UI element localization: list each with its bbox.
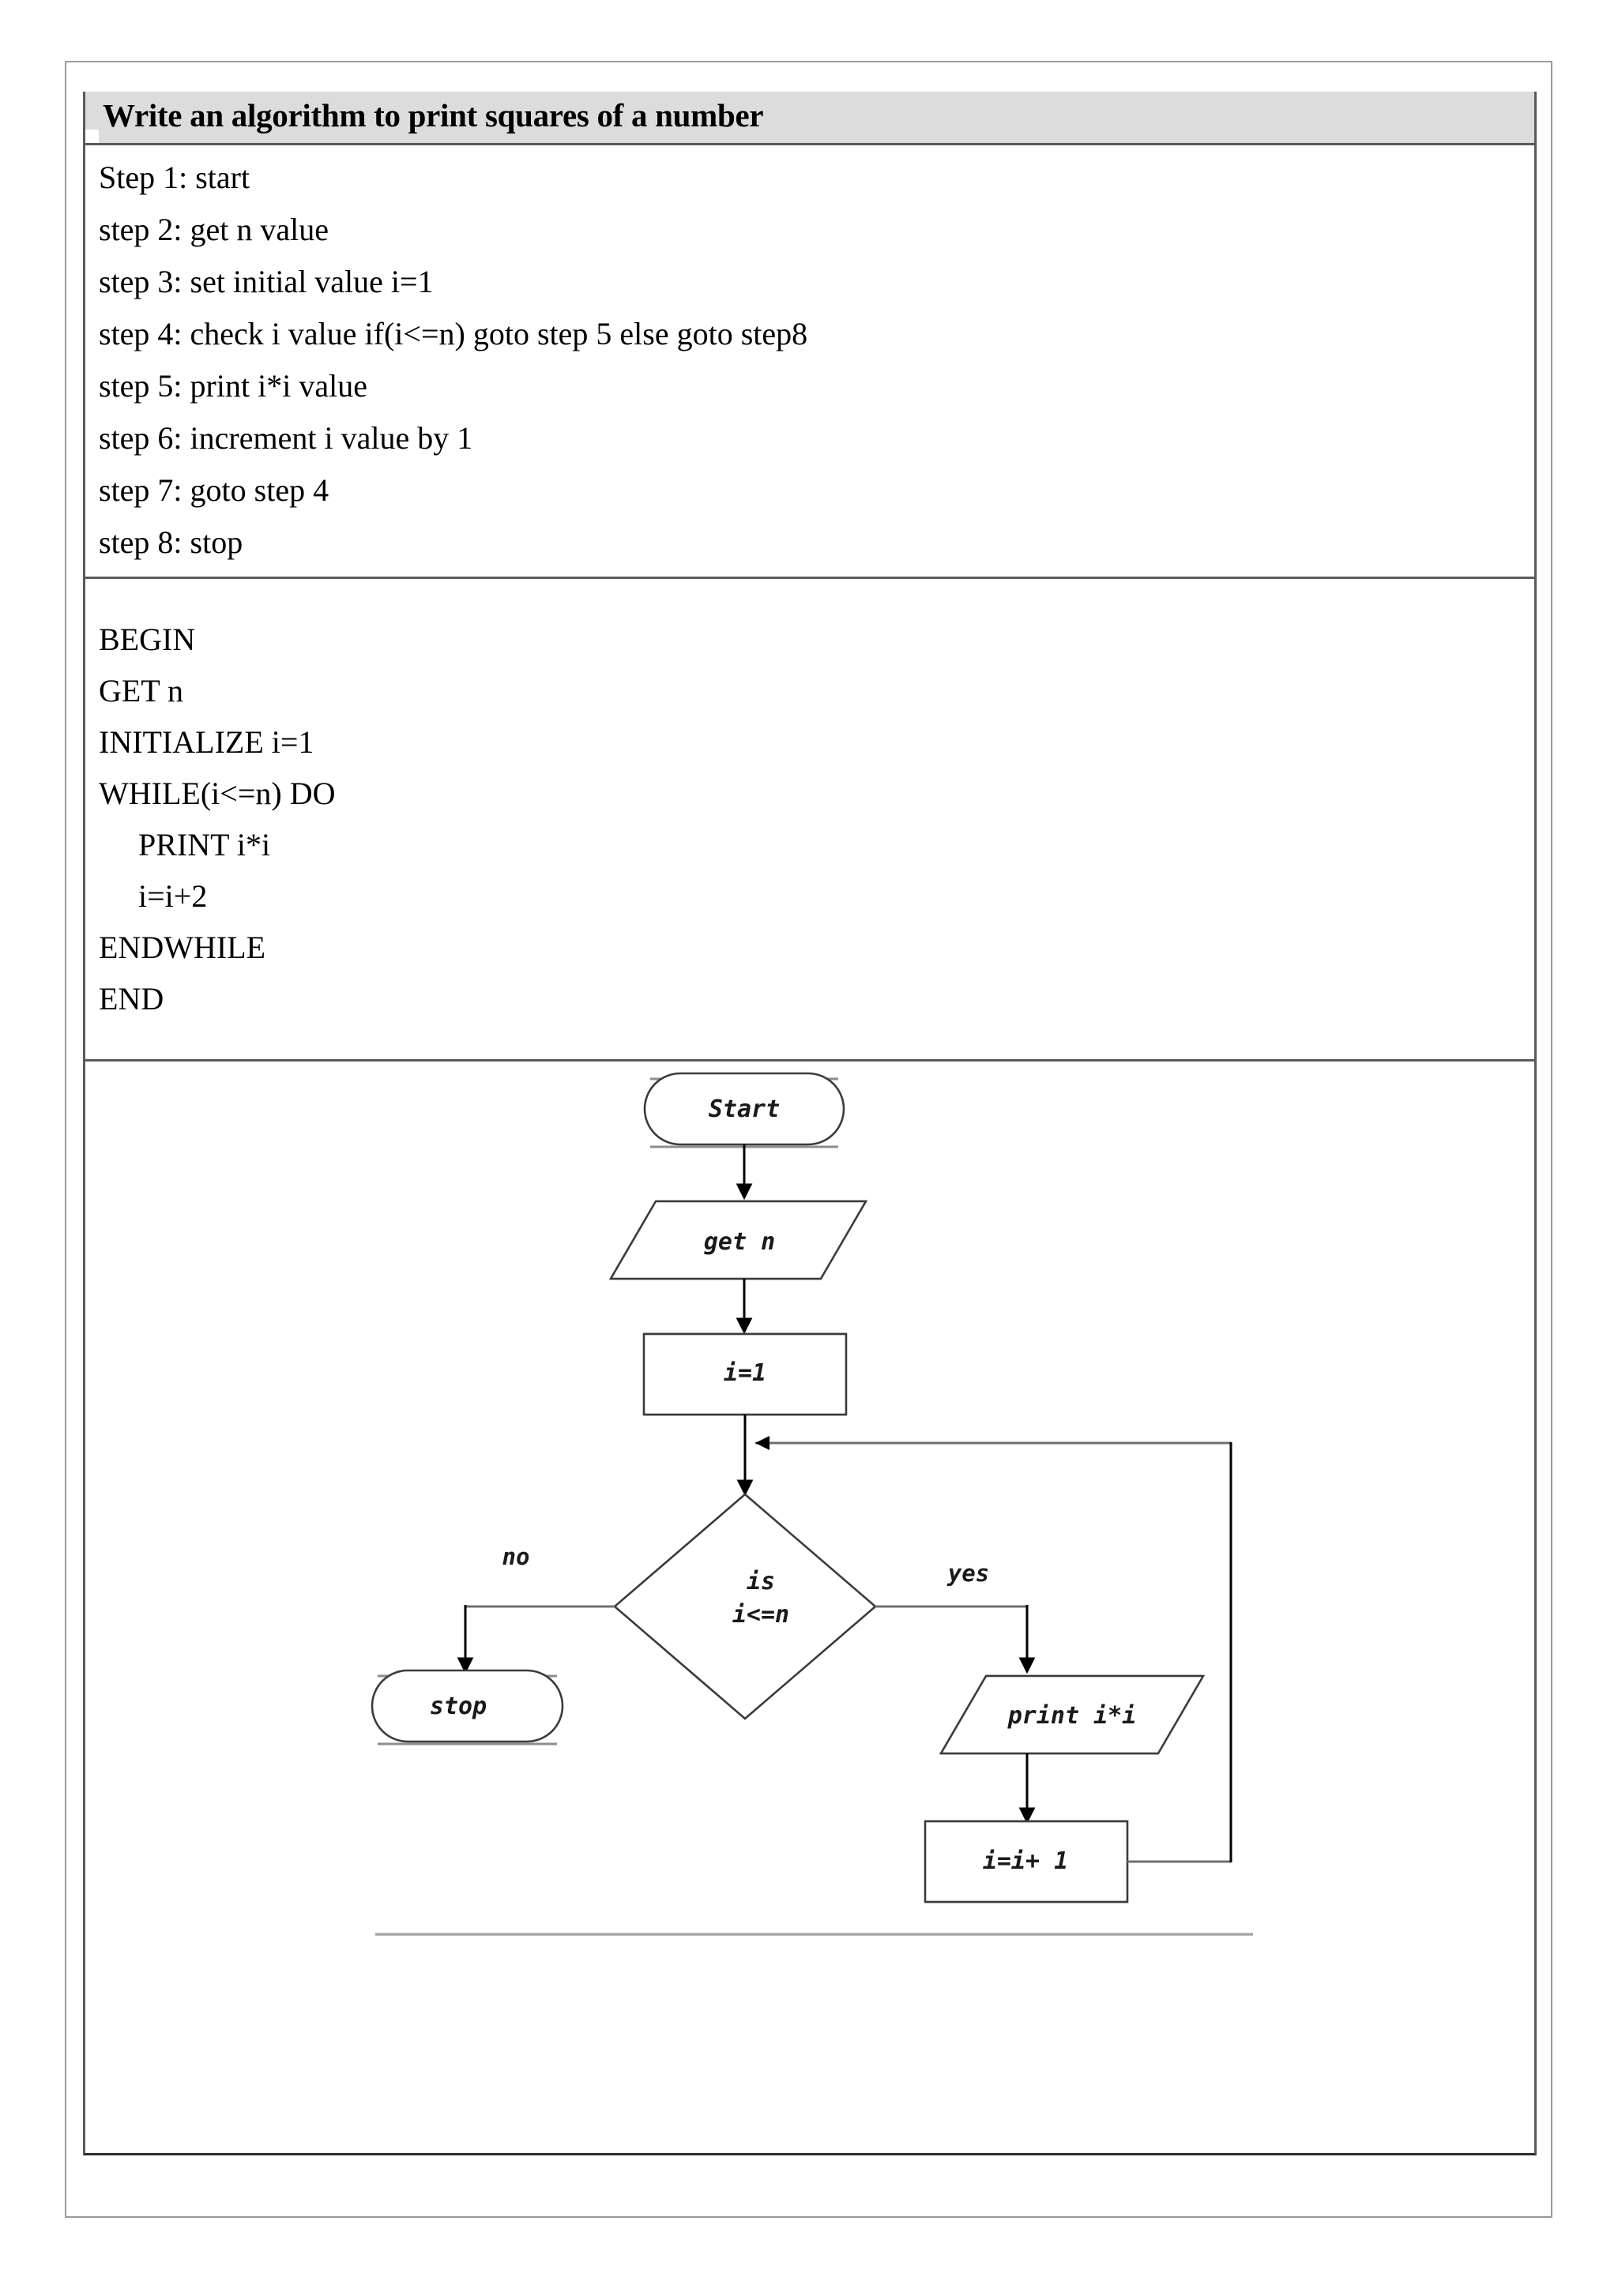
algorithm-step: step 8: stop: [99, 524, 243, 560]
pseudocode-line: INITIALIZE i=1: [99, 724, 314, 760]
pseudocode-cell: BEGIN GET n INITIALIZE i=1 WHILE(i<=n) D…: [85, 579, 1534, 1062]
page-title: Write an algorithm to print squares of a…: [103, 97, 764, 133]
pseudocode-line: i=i+2: [99, 878, 208, 914]
flow-edge-label-yes: yes: [946, 1560, 989, 1587]
flow-node-decision: is i<=n: [613, 1493, 877, 1720]
flow-node-get-n-label: get n: [704, 1228, 775, 1256]
flowchart-diagram: Start get n i=1: [371, 1072, 1253, 1936]
pseudocode-line: PRINT i*i: [99, 827, 271, 862]
flow-node-increment: i=i+ 1: [924, 1820, 1129, 1903]
algorithm-step: step 6: increment i value by 1: [99, 420, 473, 456]
algorithm-steps-cell: Step 1: start step 2: get n value step 3…: [85, 145, 1534, 579]
pseudocode-line: BEGIN: [99, 622, 196, 657]
algorithm-step: step 4: check i value if(i<=n) goto step…: [99, 316, 808, 351]
flow-node-print-label: print i*i: [1007, 1702, 1137, 1730]
algorithm-step: step 5: print i*i value: [99, 368, 367, 404]
flow-node-decision-label-line1: is: [747, 1568, 775, 1595]
pseudocode-line: GET n: [99, 673, 184, 708]
flow-node-increment-label: i=i+ 1: [983, 1847, 1068, 1875]
algorithm-step: step 3: set initial value i=1: [99, 264, 434, 299]
algorithm-step: step 7: goto step 4: [99, 472, 329, 508]
flow-node-init: i=1: [642, 1332, 848, 1416]
flow-node-start: Start: [643, 1072, 845, 1148]
document-table: Write an algorithm to print squares of a…: [83, 92, 1537, 2155]
flow-node-get-n: get n: [608, 1200, 868, 1280]
flow-node-init-label: i=1: [724, 1359, 766, 1387]
flow-edge-label-no: no: [502, 1543, 530, 1570]
connector-loopback-arrowhead: [755, 1436, 769, 1450]
flowchart-cell: Start get n i=1: [85, 1062, 1534, 2148]
flow-node-stop-label: stop: [430, 1693, 487, 1720]
pseudocode-line: END: [99, 981, 164, 1016]
flow-node-print: print i*i: [939, 1674, 1206, 1755]
flow-node-start-label: Start: [709, 1095, 780, 1123]
algorithm-step: step 2: get n value: [99, 212, 329, 247]
flow-node-decision-label-line2: i<=n: [732, 1601, 789, 1629]
pseudocode-line: WHILE(i<=n) DO: [99, 776, 336, 811]
table-header-cell: Write an algorithm to print squares of a…: [85, 92, 1534, 145]
page-border: [65, 61, 1552, 2218]
algorithm-step: Step 1: start: [99, 160, 250, 195]
pseudocode-line: ENDWHILE: [99, 930, 266, 965]
header-corner-notch: [85, 130, 99, 143]
flow-node-stop: stop: [371, 1669, 564, 1745]
